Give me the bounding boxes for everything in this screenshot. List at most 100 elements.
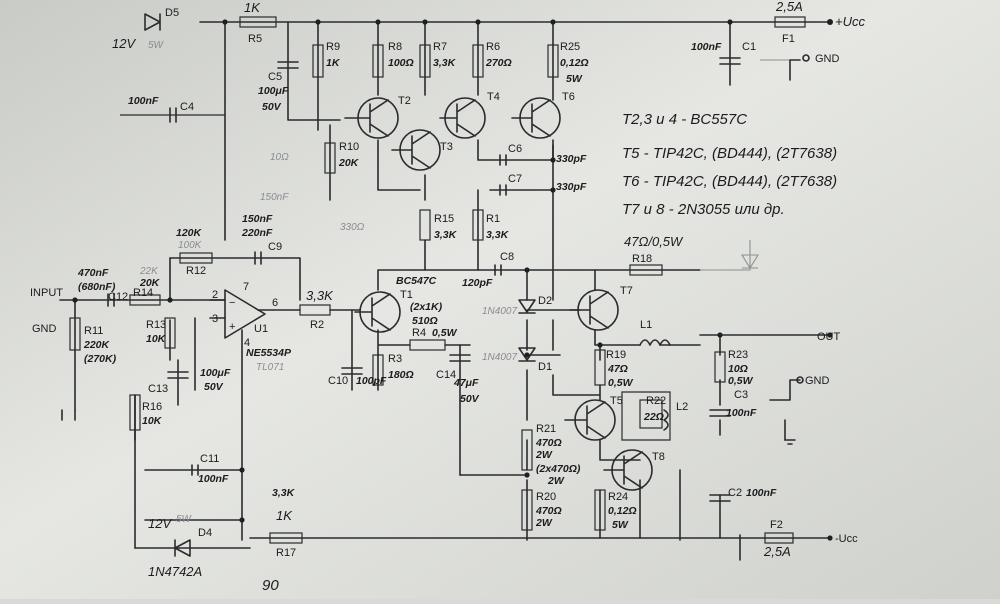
- d4-power: 5W: [176, 514, 193, 525]
- r21-value: 470Ω: [535, 437, 562, 449]
- c13-label: C13: [148, 383, 168, 395]
- r9-value: 1K: [326, 57, 341, 69]
- c8-value: 120pF: [462, 277, 493, 289]
- c7-label: C7: [508, 173, 522, 185]
- f1-label: F1: [782, 33, 795, 45]
- opamp-minus: −: [229, 297, 235, 309]
- note-line-1: T2,3 и 4 - BC557C: [622, 111, 747, 128]
- r23-value: 10Ω: [728, 363, 748, 375]
- r21-power: 2W: [535, 449, 553, 461]
- c1-label: C1: [742, 41, 756, 53]
- d1-part: 1N4007: [482, 352, 517, 363]
- c3-label: C3: [734, 389, 748, 401]
- c9-label: C9: [268, 241, 282, 253]
- c14-voltage: 50V: [460, 393, 480, 405]
- f2-value: 2,5A: [763, 544, 791, 559]
- note-line-3: T6 - TIP42C, (BD444), (2T7638): [622, 173, 837, 190]
- r15-label: R15: [434, 213, 454, 225]
- c12-label: C12: [108, 291, 128, 303]
- r6-value: 270Ω: [485, 57, 512, 69]
- gnd-label-top: GND: [815, 53, 840, 65]
- pos-supply-label: +Ucc: [835, 14, 865, 29]
- r11-value: 220K: [83, 339, 111, 351]
- r18-label: R18: [632, 253, 652, 265]
- r25-value: 0,12Ω: [560, 57, 589, 69]
- r4-alt: (2x1K): [410, 301, 443, 313]
- c13-voltage: 50V: [204, 381, 224, 393]
- c10-label: C10: [328, 375, 348, 387]
- l2-label: L2: [676, 401, 688, 413]
- t7-label: T7: [620, 285, 633, 297]
- gnd-label-right: GND: [805, 375, 830, 387]
- capacitor-symbols: [107, 57, 741, 502]
- r15-value: 3,3K: [434, 229, 458, 241]
- r17-alt: 3,3K: [272, 487, 296, 499]
- r20-value: 470Ω: [535, 505, 562, 517]
- d5-label: D5: [165, 7, 179, 19]
- t6-label: T6: [562, 91, 575, 103]
- c10-value: 100pF: [356, 375, 387, 387]
- opamp-pin-6: 6: [272, 297, 278, 309]
- d2-part: 1N4007: [482, 306, 517, 317]
- r23-power: 0,5W: [728, 375, 754, 387]
- c6-label: C6: [508, 143, 522, 155]
- opamp-pin-7: 7: [243, 281, 249, 293]
- r14-label: R14: [133, 287, 153, 299]
- r11-label: R11: [84, 325, 103, 337]
- r23-label: R23: [728, 349, 748, 361]
- c7-value: 330pF: [556, 181, 587, 193]
- c4-value: 100nF: [128, 95, 159, 107]
- r3-label: R3: [388, 353, 402, 365]
- c11-value: 100nF: [198, 473, 229, 485]
- diode-symbols: [144, 13, 759, 557]
- r11-alt: (270K): [84, 353, 117, 365]
- d4-voltage: 12V: [148, 516, 172, 531]
- r14-alt: 22K: [139, 266, 159, 277]
- t8-label: T8: [652, 451, 665, 463]
- r25-power: 5W: [566, 73, 583, 85]
- c14-value: 47μF: [453, 377, 479, 389]
- r1-label: R1: [486, 213, 500, 225]
- r19-power: 0,5W: [608, 377, 634, 389]
- transistor-symbols: [344, 97, 653, 491]
- c11-label: C11: [200, 453, 219, 465]
- c4-label: C4: [180, 101, 194, 113]
- component-labels: D5 12V 5W 1K R5 2,5A F1 100nF C1 R9 1K R…: [77, 0, 803, 579]
- resistor-bodies: [69, 16, 806, 544]
- r17-label: R17: [276, 547, 296, 559]
- c5-label: C5: [268, 71, 282, 83]
- note-10-ohm: 10Ω: [270, 152, 289, 163]
- r14-value: 20K: [139, 277, 161, 289]
- r22-value: 22Ω: [643, 411, 664, 423]
- opamp-pin-3: 3: [212, 313, 218, 325]
- r24-label: R24: [608, 491, 628, 503]
- r16-value: 10K: [142, 415, 163, 427]
- c1-value: 100nF: [691, 41, 722, 53]
- r4-value: 510Ω: [412, 315, 438, 327]
- r5-label: R5: [248, 33, 262, 45]
- r20-power: 2W: [535, 517, 553, 529]
- d4-label: D4: [198, 527, 212, 539]
- zener-top-power: 5W: [148, 40, 165, 51]
- r10-value: 20K: [338, 157, 360, 169]
- t1-part: BC547C: [396, 275, 437, 287]
- zener-top-voltage: 12V: [112, 36, 136, 51]
- page-number: 90: [262, 577, 279, 594]
- c14-label: C14: [436, 369, 456, 381]
- neg-supply-label: -Ucc: [835, 533, 858, 545]
- r8-label: R8: [388, 41, 402, 53]
- c2-value: 100nF: [746, 487, 777, 499]
- t4-label: T4: [487, 91, 500, 103]
- c12-alt: (680nF): [78, 281, 116, 293]
- r20-label: R20: [536, 491, 556, 503]
- r24-value: 0,12Ω: [608, 505, 637, 517]
- r8-value: 100Ω: [388, 57, 414, 69]
- l1-label: L1: [640, 319, 652, 331]
- c5-value: 100μF: [258, 85, 289, 97]
- r9-label: R9: [326, 41, 340, 53]
- r10-label: R10: [339, 141, 359, 153]
- d2-label: D2: [538, 295, 552, 307]
- r24-power: 5W: [612, 519, 629, 531]
- t2-label: T2: [398, 95, 411, 107]
- rail-labels: +Ucc GND INPUT GND OUT GND -Ucc: [30, 14, 865, 545]
